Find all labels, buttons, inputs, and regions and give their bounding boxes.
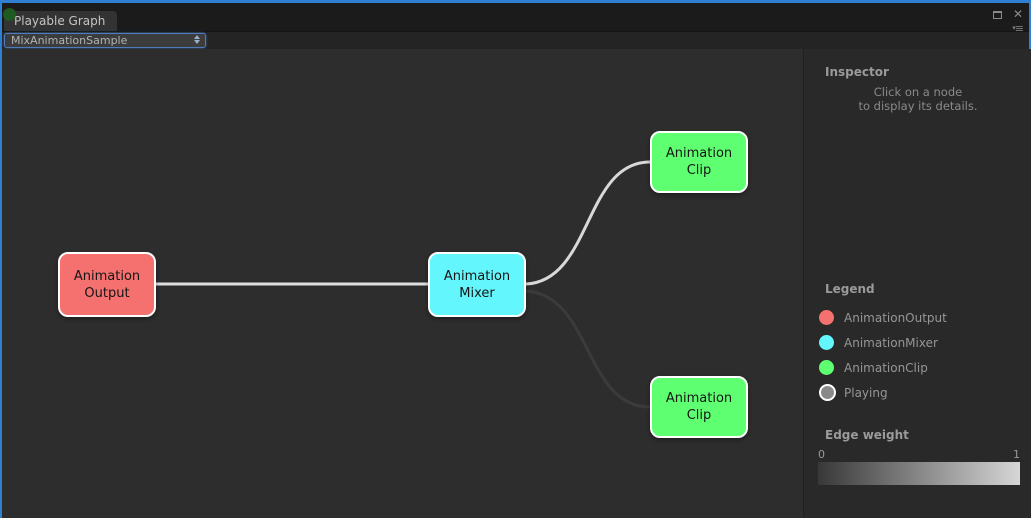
legend-label: AnimationMixer xyxy=(844,335,938,350)
legend-item-animation-clip: AnimationClip xyxy=(819,355,1019,380)
legend-label: Playing xyxy=(844,385,888,400)
tab-playable-graph[interactable]: Playable Graph xyxy=(4,11,118,31)
pane-menu-icon[interactable]: ▾≡ xyxy=(1012,22,1024,35)
edge-weight-min: 0 xyxy=(818,448,825,461)
legend-item-animation-mixer: AnimationMixer xyxy=(819,330,1019,355)
legend-swatch-playing xyxy=(819,384,836,401)
legend-title: Legend xyxy=(825,282,875,296)
dropdown-arrows-icon xyxy=(194,35,200,44)
inspector-hint-line2: to display its details. xyxy=(858,99,978,113)
node-animation-mixer[interactable]: Animation Mixer xyxy=(428,252,526,317)
graph-selector-dropdown[interactable]: MixAnimationSample xyxy=(4,33,206,48)
node-animation-clip-bottom[interactable]: Animation Clip xyxy=(650,376,748,438)
edge-weight-scale: 0 1 xyxy=(818,448,1020,461)
hamburger-icon: ≡ xyxy=(1014,22,1024,35)
graph-edges xyxy=(154,160,652,409)
node-label-line: Animation xyxy=(665,146,733,161)
inspector-hint-line1: Click on a node xyxy=(873,85,963,99)
edge-mixer-to-clip-top xyxy=(524,160,652,286)
legend-item-playing: Playing xyxy=(819,380,1019,405)
node-animation-output[interactable]: Animation Output xyxy=(58,252,156,317)
inspector-hint: Click on a node to display its details. xyxy=(804,85,1031,113)
caret-down-icon: ▾ xyxy=(1012,24,1015,32)
edge-weight-max: 1 xyxy=(1013,448,1020,461)
node-label-line: Mixer xyxy=(459,285,495,301)
edge-mixer-to-clip-bottom xyxy=(524,289,652,409)
legend-swatch-cyan xyxy=(819,335,834,350)
node-label-line: Animation xyxy=(665,391,733,406)
maximize-icon[interactable] xyxy=(993,11,1002,19)
legend-swatch-red xyxy=(819,310,834,325)
edge-weight-gradient-bar xyxy=(818,462,1020,485)
graph-canvas[interactable]: Animation Output Animation Mixer Animati… xyxy=(2,49,803,518)
graph-selector-value: MixAnimationSample xyxy=(11,34,128,47)
node-label-line: Output xyxy=(84,285,130,301)
tab-bar: Playable Graph ✕ ▾≡ xyxy=(2,3,1029,35)
node-label-line: Clip xyxy=(686,408,712,423)
legend-label: AnimationClip xyxy=(844,360,928,375)
inspector-panel: Inspector Click on a node to display its… xyxy=(803,49,1031,518)
toolbar: MixAnimationSample xyxy=(2,31,1029,49)
tab-label: Playable Graph xyxy=(14,14,106,28)
node-animation-clip-top[interactable]: Animation Clip xyxy=(650,131,748,193)
legend-swatch-green xyxy=(819,360,834,375)
unity-logo-icon xyxy=(3,8,16,21)
legend-label: AnimationOutput xyxy=(844,310,947,325)
node-label-line: Animation xyxy=(443,268,511,284)
legend-list: AnimationOutput AnimationMixer Animation… xyxy=(819,305,1019,405)
inspector-title: Inspector xyxy=(825,65,889,79)
node-label-line: Animation xyxy=(73,268,141,284)
window-controls: ✕ xyxy=(993,7,1023,31)
legend-item-animation-output: AnimationOutput xyxy=(819,305,1019,330)
close-icon[interactable]: ✕ xyxy=(1012,7,1023,21)
edge-weight-title: Edge weight xyxy=(825,428,909,442)
node-label-line: Clip xyxy=(686,163,712,178)
